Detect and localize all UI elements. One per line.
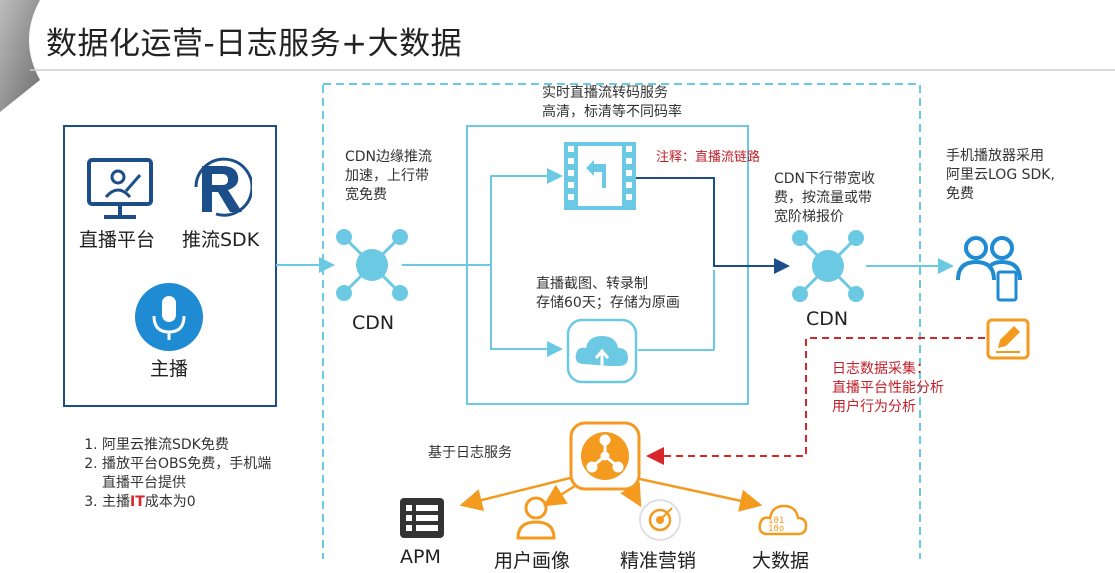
video-transcode-icon xyxy=(564,142,636,210)
log-service-label: 基于日志服务 xyxy=(428,445,512,461)
note-item: 阿里云推流SDK免费 xyxy=(102,436,272,455)
transcode-desc: 实时直播流转码服务 高清，标清等不同码率 xyxy=(542,85,682,120)
page-title: 数据化运营-日志服务+大数据 xyxy=(46,26,463,62)
slide-canvas: 数据化运营-日志服务+大数据 xyxy=(0,0,1115,559)
svg-text:101: 101 xyxy=(768,516,784,526)
transcode-annotation: 注释：直播流链路 xyxy=(656,150,761,165)
cdn-right-hub-icon xyxy=(792,230,864,302)
users-mobile-icon xyxy=(956,236,1022,302)
bigdata-cloud-icon: 101 10o xyxy=(758,504,808,536)
cloud-storage-icon xyxy=(566,318,638,384)
live-platform-label: 直播平台 xyxy=(79,229,156,251)
cdn-left-desc: CDN边缘推流 加速，上行带 宽免费 xyxy=(345,149,433,203)
note-item: 主播IT成本为0 xyxy=(102,493,272,512)
snapshot-desc: 直播截图、转录制 存储60天；存储为原画 xyxy=(536,276,680,311)
push-sdk-label: 推流SDK xyxy=(182,229,260,251)
output-label-bigdata: 大数据 xyxy=(752,550,810,572)
user-portrait-icon xyxy=(516,496,556,540)
target-icon xyxy=(639,499,681,541)
log-collect-desc: 日志数据采集： 直播平台性能分析 用户行为分析 xyxy=(832,361,944,415)
cloud-dashed-frame xyxy=(322,83,921,559)
apm-list-icon xyxy=(400,498,444,538)
monitor-icon xyxy=(87,158,153,219)
diagram-lines xyxy=(63,83,985,559)
output-label-user-portrait: 用户画像 xyxy=(494,550,571,572)
mobile-desc: 手机播放器采用 阿里云LOG SDK, 免费 xyxy=(946,148,1055,202)
svg-text:10o: 10o xyxy=(768,524,784,534)
title-underline xyxy=(30,69,1115,71)
anchor-label: 主播 xyxy=(150,358,189,380)
microphone-icon xyxy=(135,283,203,351)
output-label-marketing: 精准营销 xyxy=(620,550,697,572)
note-item: 播放平台OBS免费，手机端直播平台提供 xyxy=(102,455,272,493)
log-service-icon xyxy=(569,421,641,491)
cdn-left-label: CDN xyxy=(352,312,395,334)
cdn-left-hub-icon xyxy=(336,229,408,301)
corner-decoration xyxy=(0,0,40,112)
notes-list: 阿里云推流SDK免费 播放平台OBS免费，手机端直播平台提供 主播IT成本为0 xyxy=(70,436,272,512)
cdn-right-desc: CDN下行带宽收 费，按流量或带 宽阶梯报价 xyxy=(774,171,876,225)
output-label-apm: APM xyxy=(400,546,441,568)
push-sdk-logo-icon xyxy=(194,157,252,217)
cdn-right-label: CDN xyxy=(806,308,849,330)
log-edit-icon xyxy=(986,318,1030,360)
